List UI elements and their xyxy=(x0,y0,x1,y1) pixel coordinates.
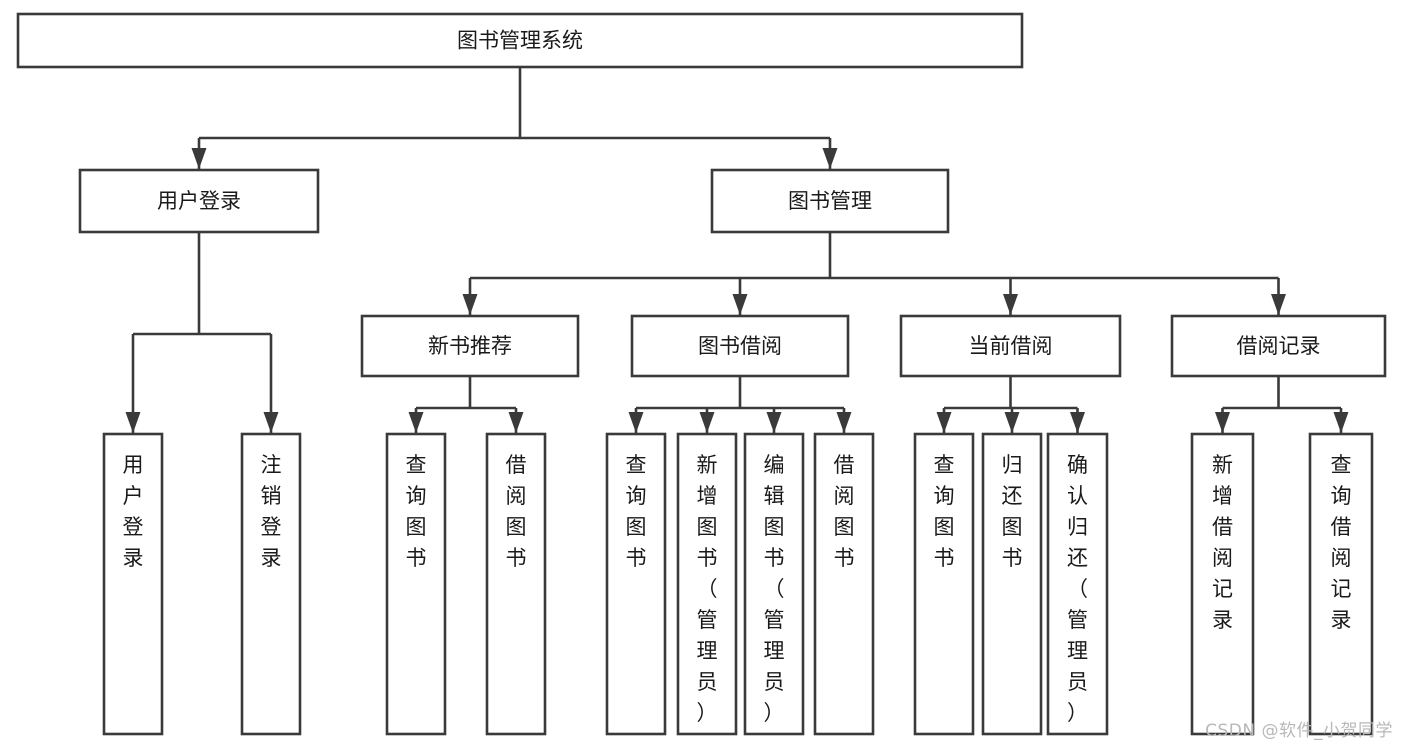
node-leaf-add-record[interactable]: 新增借阅记录 xyxy=(1190,432,1255,736)
node-leaf-query-book-3-label: 查询图书 xyxy=(934,453,955,570)
node-book-borrow[interactable]: 图书借阅 xyxy=(630,314,850,378)
arrow-head-icon xyxy=(1070,412,1085,433)
arrow-head-icon xyxy=(732,294,748,315)
node-leaf-query-record-box[interactable] xyxy=(1308,432,1374,736)
node-borrow-record-label: 借阅记录 xyxy=(1237,334,1321,358)
node-leaf-query-book-1-box[interactable] xyxy=(385,432,447,736)
node-leaf-query-book-3-box[interactable] xyxy=(913,432,975,736)
node-leaf-add-record-box[interactable] xyxy=(1190,432,1255,736)
arrow-head-icon xyxy=(1003,294,1018,315)
node-leaf-user-logout-box[interactable] xyxy=(240,432,302,736)
node-user-login[interactable]: 用户登录 xyxy=(78,168,320,234)
node-leaf-user-login-box[interactable] xyxy=(102,432,164,736)
node-leaf-edit-book-label: 编辑图书（管理员） xyxy=(764,453,785,725)
node-leaf-query-record[interactable]: 查询借阅记录 xyxy=(1308,432,1374,736)
node-leaf-query-book-3[interactable]: 查询图书 xyxy=(913,432,975,736)
arrow-head-icon xyxy=(822,148,838,169)
node-leaf-add-book-box[interactable] xyxy=(676,432,738,736)
arrow-head-icon xyxy=(1215,412,1230,433)
node-root-label: 图书管理系统 xyxy=(457,29,583,53)
node-leaf-user-login[interactable]: 用户登录 xyxy=(102,432,164,736)
arrow-head-icon xyxy=(462,294,478,315)
node-user-login-label: 用户登录 xyxy=(157,189,241,213)
node-borrow-record-box[interactable] xyxy=(1170,314,1387,378)
node-leaf-return-book[interactable]: 归还图书 xyxy=(981,432,1043,736)
node-leaf-add-record-label: 新增借阅记录 xyxy=(1212,453,1233,632)
arrow-head-icon xyxy=(628,412,644,433)
node-leaf-confirm-return-box[interactable] xyxy=(1046,432,1109,736)
arrow-head-icon xyxy=(699,412,715,433)
node-user-login-box[interactable] xyxy=(78,168,320,234)
node-root-box[interactable] xyxy=(16,12,1024,69)
node-leaf-confirm-return[interactable]: 确认归还（管理员） xyxy=(1046,432,1109,736)
node-book-manage-label: 图书管理 xyxy=(788,189,872,213)
node-leaf-user-login-label: 用户登录 xyxy=(123,453,144,570)
node-root[interactable]: 图书管理系统 xyxy=(16,12,1024,69)
node-leaf-query-book-2[interactable]: 查询图书 xyxy=(605,432,667,736)
arrow-head-icon xyxy=(836,412,852,433)
node-leaf-return-book-box[interactable] xyxy=(981,432,1043,736)
node-leaf-query-record-label: 查询借阅记录 xyxy=(1331,453,1352,632)
node-leaf-user-logout-label: 注销登录 xyxy=(261,453,282,570)
arrow-head-icon xyxy=(125,412,141,433)
node-leaf-query-book-2-label: 查询图书 xyxy=(626,453,647,570)
node-new-book-recommend-box[interactable] xyxy=(360,314,580,378)
node-current-borrow-label: 当前借阅 xyxy=(969,334,1053,358)
node-book-manage-box[interactable] xyxy=(710,168,950,234)
arrow-head-icon xyxy=(1004,412,1020,433)
node-book-borrow-box[interactable] xyxy=(630,314,850,378)
arrow-head-icon xyxy=(263,412,279,433)
node-leaf-borrow-book-2-box[interactable] xyxy=(813,432,875,736)
arrow-head-icon xyxy=(1271,294,1286,315)
node-current-borrow[interactable]: 当前借阅 xyxy=(899,314,1122,378)
node-leaf-borrow-book-1[interactable]: 借阅图书 xyxy=(485,432,547,736)
arrow-head-icon xyxy=(508,412,524,433)
arrow-head-icon xyxy=(191,148,207,169)
node-book-borrow-label: 图书借阅 xyxy=(698,334,782,358)
arrow-head-icon xyxy=(936,412,952,433)
arrow-head-icon xyxy=(408,412,424,433)
node-leaf-confirm-return-label: 确认归还（管理员） xyxy=(1067,453,1088,725)
node-leaf-user-logout[interactable]: 注销登录 xyxy=(240,432,302,736)
node-leaf-borrow-book-1-box[interactable] xyxy=(485,432,547,736)
node-leaf-borrow-book-2-label: 借阅图书 xyxy=(834,453,855,570)
node-leaf-add-book[interactable]: 新增图书（管理员） xyxy=(676,432,738,736)
node-leaf-query-book-2-box[interactable] xyxy=(605,432,667,736)
node-new-book-recommend[interactable]: 新书推荐 xyxy=(360,314,580,378)
node-leaf-borrow-book-1-label: 借阅图书 xyxy=(506,453,527,570)
node-book-manage[interactable]: 图书管理 xyxy=(710,168,950,234)
connectors-layer xyxy=(125,67,1349,433)
node-leaf-borrow-book-2[interactable]: 借阅图书 xyxy=(813,432,875,736)
node-borrow-record[interactable]: 借阅记录 xyxy=(1170,314,1387,378)
node-leaf-return-book-label: 归还图书 xyxy=(1002,453,1023,570)
nodes-layer: 图书管理系统用户登录图书管理新书推荐图书借阅当前借阅借阅记录用户登录注销登录查询… xyxy=(16,12,1387,736)
node-leaf-query-book-1[interactable]: 查询图书 xyxy=(385,432,447,736)
node-leaf-query-book-1-label: 查询图书 xyxy=(406,453,427,570)
node-leaf-edit-book[interactable]: 编辑图书（管理员） xyxy=(743,432,805,736)
arrow-head-icon xyxy=(1333,412,1349,433)
node-new-book-recommend-label: 新书推荐 xyxy=(428,334,512,358)
csdn-watermark: CSDN @软件_小贺同学 xyxy=(1205,721,1393,741)
node-current-borrow-box[interactable] xyxy=(899,314,1122,378)
node-leaf-edit-book-box[interactable] xyxy=(743,432,805,736)
node-leaf-add-book-label: 新增图书（管理员） xyxy=(697,453,718,725)
arrow-head-icon xyxy=(766,412,782,433)
